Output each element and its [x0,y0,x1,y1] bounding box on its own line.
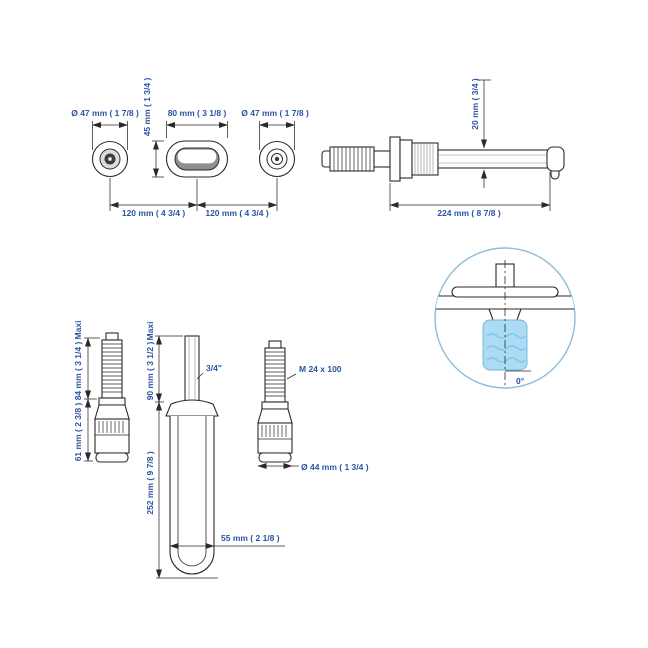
dim-spacing-right: 120 mm ( 4 3/4 ) [205,208,268,218]
front-view-trim-set: Ø 47 mm ( 1 7/8 ) 80 mm ( 3 1/8 ) Ø 47 m… [71,78,309,218]
splined-stem [101,339,123,399]
dim-escutcheon-width: 80 mm ( 3 1/8 ) [168,108,227,118]
right-handle-front [258,140,296,178]
shaft-neck [373,150,391,168]
valve-shoulder [257,408,293,424]
left-handle-front [91,140,129,178]
left-valve-dimension-lines [84,337,100,462]
dim-left-valve-depth-min: 61 mm ( 2 3/8 ) [73,403,83,462]
spout-flange [165,399,219,417]
valve-body [257,422,293,454]
valve-base [258,452,292,463]
outlet-nib [550,170,560,180]
dim-spout-height: 20 mm ( 3/4 ) [470,78,480,130]
stem-collar [98,397,126,406]
body-collar [399,139,413,179]
dim-spout-width: 55 mm ( 2 1/8 ) [221,533,280,543]
stem-stub [105,332,119,341]
spout-tube-inner [177,416,207,567]
dim-spout-projection: 252 mm ( 9 7/8 ) [145,451,155,514]
dim-right-handle-diameter: Ø 47 mm ( 1 7/8 ) [241,108,309,118]
label-install-angle: 0° [516,376,525,386]
dim-escutcheon-height: 45 mm ( 1 3/4 ) [142,78,152,137]
side-view-spout-body: 20 mm ( 3/4 ) 224 mm ( 8 7/8 ) [321,78,565,218]
dim-spacing-left: 120 mm ( 4 3/4 ) [122,208,185,218]
label-right-valve-thread: M 24 x 100 [299,364,342,374]
dim-spout-depth-max: 90 mm ( 3 1/2 ) [145,342,155,401]
label-spout-thread: 3/4" [206,363,222,373]
dim-left-handle-diameter: Ø 47 mm ( 1 7/8 ) [71,108,139,118]
side-view-dimension-lines [389,79,551,211]
front-view-dimension-lines [92,121,295,211]
dim-left-valve-depth-max: 84 mm ( 3 1/4 ) [73,342,83,401]
dim-right-valve-diameter: Ø 44 mm ( 1 3/4 ) [301,462,369,472]
spout-dimension-lines [155,335,285,579]
threaded-body [411,142,439,176]
left-valve-rough: Maxi 84 mm ( 3 1/4 ) 61 mm ( 2 3/8 ) [73,321,130,463]
spout-escutcheon-front [165,140,229,178]
dim-left-valve-maxi: Maxi [73,321,83,340]
spout-rough: Maxi 90 mm ( 3 1/2 ) 3/4" 252 mm ( 9 7/8… [145,322,285,579]
handle-index-mark [108,157,112,161]
installation-detail-view: 0° [434,247,576,389]
spout-tube-outer [169,416,215,575]
stem-collar [261,401,289,410]
valve-body [94,418,130,454]
tube-end-cap [546,146,565,172]
stem-stub [268,340,282,349]
valve-shoulder [94,404,130,420]
valve-base [95,452,129,463]
splined-shaft [329,146,375,172]
supply-tube [437,149,551,169]
dim-overall-length: 224 mm ( 8 7/8 ) [437,208,500,218]
dim-spout-maxi: Maxi [145,322,155,341]
right-valve-dimension-lines [257,373,299,469]
flange [389,136,401,182]
right-valve-rough: M 24 x 100 Ø 44 mm ( 1 3/4 ) [257,340,369,472]
threaded-rod [184,335,200,407]
